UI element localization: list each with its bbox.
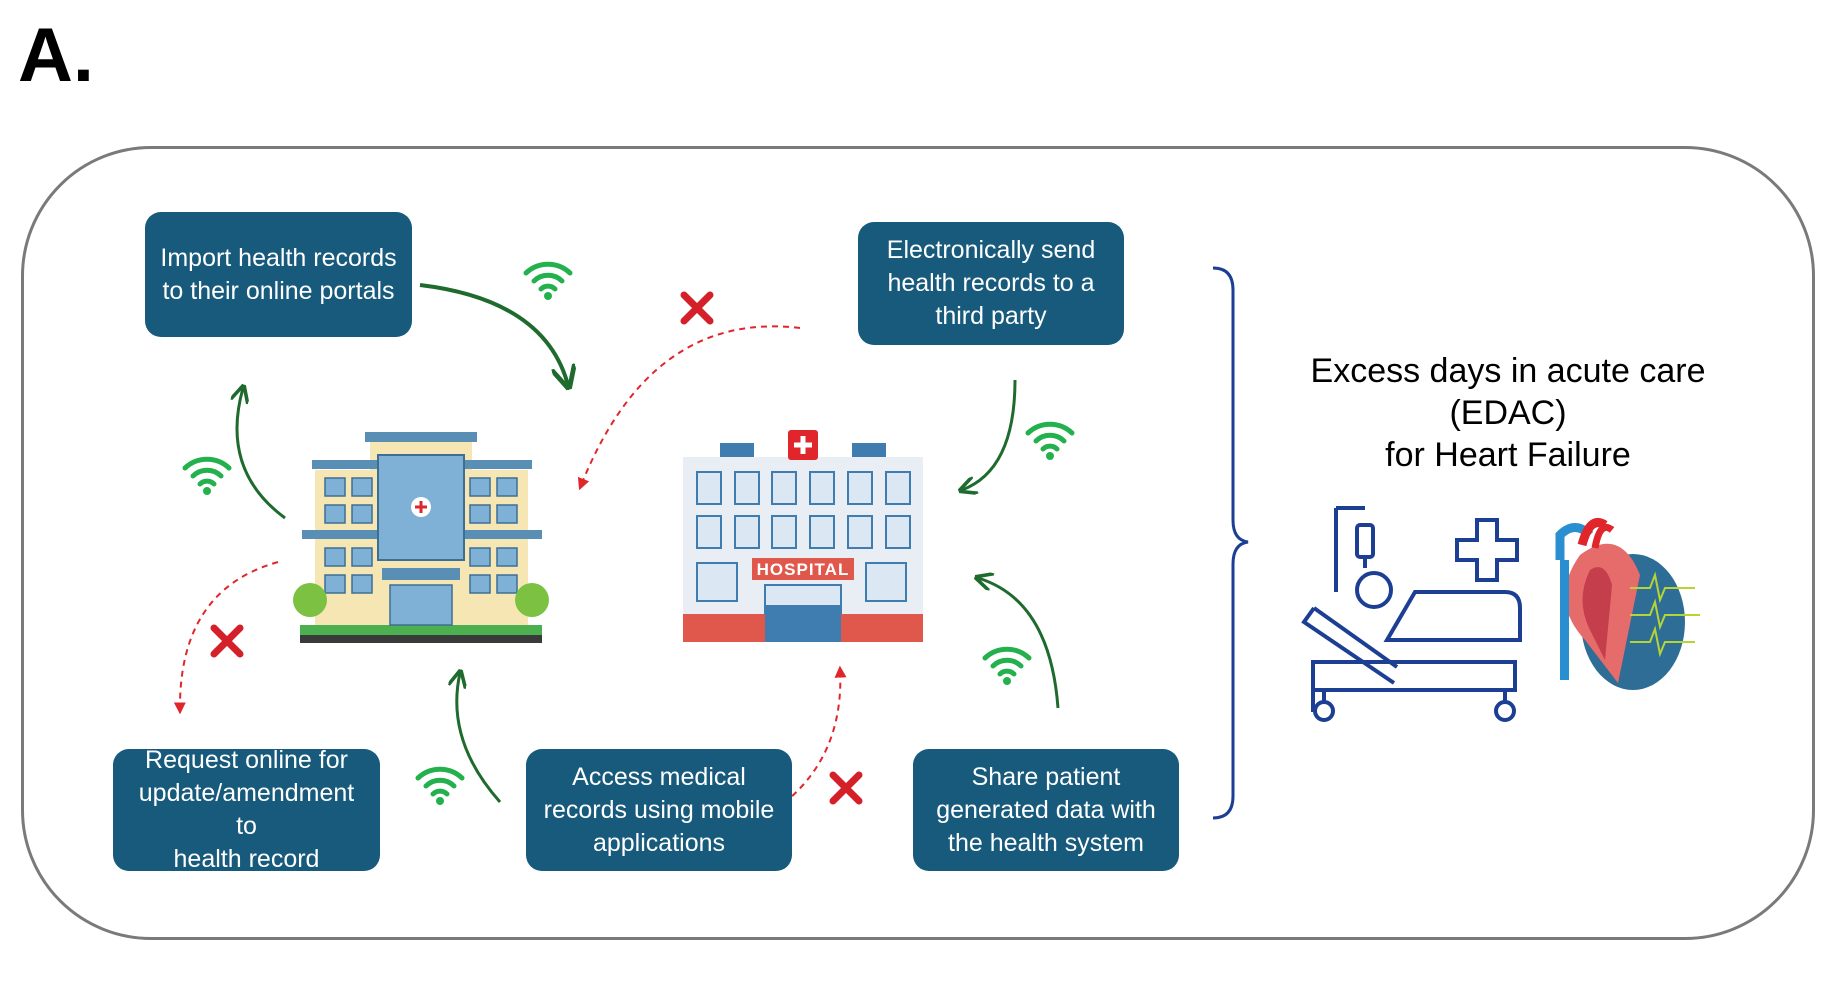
dashed-arrow-send-to-hospital xyxy=(577,325,801,491)
hospital-sign: HOSPITAL xyxy=(757,560,850,579)
hospital-building-icon xyxy=(293,432,549,643)
wifi-icon xyxy=(1028,424,1072,460)
wifi-icon xyxy=(185,459,229,495)
wifi-icon xyxy=(985,649,1029,685)
action-request-amendment: Request online for update/amendment to h… xyxy=(113,746,380,873)
action-electronically-send: Electronically send health records to a … xyxy=(858,222,1124,345)
arrow-import-to-hospital xyxy=(419,283,568,385)
outcome-label: Excess days in acute care (EDAC) for Hea… xyxy=(1310,352,1706,474)
arrow-send-to-hospital xyxy=(962,379,1017,490)
wifi-icon xyxy=(526,264,570,300)
red-x-icon xyxy=(833,775,859,801)
action-share-patient-data: Share patient generated data with the he… xyxy=(913,749,1179,871)
heart-icon xyxy=(1555,518,1700,690)
arrow-access-to-building xyxy=(457,673,502,803)
action-import-health-records: Import health records to their online po… xyxy=(145,212,412,337)
action-access-medical-records: Access medical records using mobile appl… xyxy=(526,749,792,871)
panel-label: A. xyxy=(18,13,94,98)
diagram-frame xyxy=(21,146,1815,940)
arrow-share-to-hospital xyxy=(978,578,1060,709)
red-x-icon xyxy=(684,295,710,321)
medical-cross-icon xyxy=(1455,518,1519,582)
wifi-icon xyxy=(418,769,462,805)
hospital-icon: HOSPITAL xyxy=(683,430,923,642)
arrow-building-to-import xyxy=(237,388,286,520)
curly-brace xyxy=(1212,266,1249,820)
dashed-arrow-building-to-request xyxy=(173,561,279,715)
red-x-icon xyxy=(214,628,240,654)
patient-bed-icon xyxy=(1301,506,1522,722)
dashed-arrow-access-to-hospital xyxy=(774,665,847,811)
